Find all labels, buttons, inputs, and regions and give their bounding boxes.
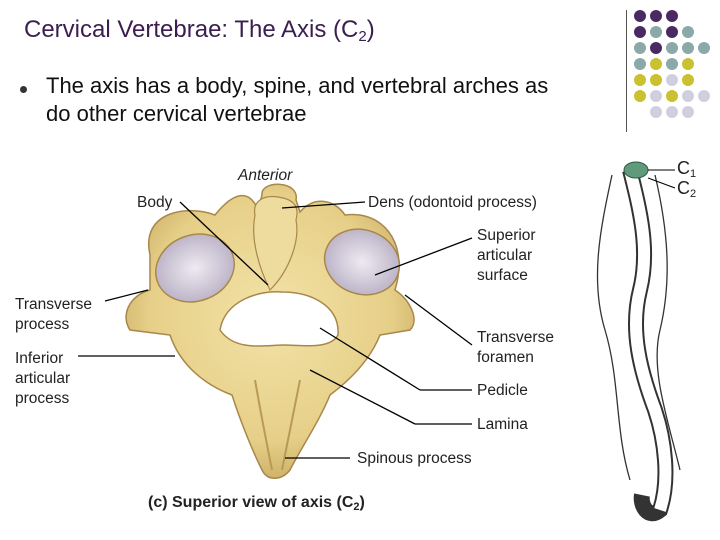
- label-inferior-articular-process: Inferior articular process: [15, 350, 71, 407]
- slide-title: Cervical Vertebrae: The Axis (C2): [24, 16, 375, 45]
- label-dens: Dens (odontoid process): [368, 194, 537, 211]
- bullet-text: The axis has a body, spine, and vertebra…: [46, 73, 549, 126]
- spinal-column-diagram: [596, 168, 681, 522]
- c2-label: C2: [677, 178, 697, 200]
- vertebral-foramen: [219, 291, 339, 347]
- label-spinous-process: Spinous process: [357, 450, 472, 467]
- anterior-label: Anterior: [238, 167, 293, 184]
- c1-c2-highlight: [623, 161, 649, 179]
- bullet-dot: [20, 86, 27, 93]
- label-lamina: Lamina: [477, 416, 528, 433]
- figure-caption: (c) Superior view of axis (C2): [148, 494, 365, 513]
- label-pedicle: Pedicle: [477, 382, 528, 399]
- label-transverse-process: Transverse process: [15, 296, 92, 333]
- c1-label: C1: [677, 158, 697, 180]
- label-transverse-foramen: Transverse foramen: [477, 329, 554, 366]
- decorative-dot-grid: [634, 10, 710, 118]
- dens: [253, 195, 298, 292]
- label-superior-articular-surface: Superior articular surface: [477, 227, 536, 284]
- right-articular-facet: [323, 228, 401, 296]
- label-body: Body: [137, 194, 173, 211]
- title-divider: [626, 10, 627, 132]
- left-articular-facet: [155, 233, 235, 303]
